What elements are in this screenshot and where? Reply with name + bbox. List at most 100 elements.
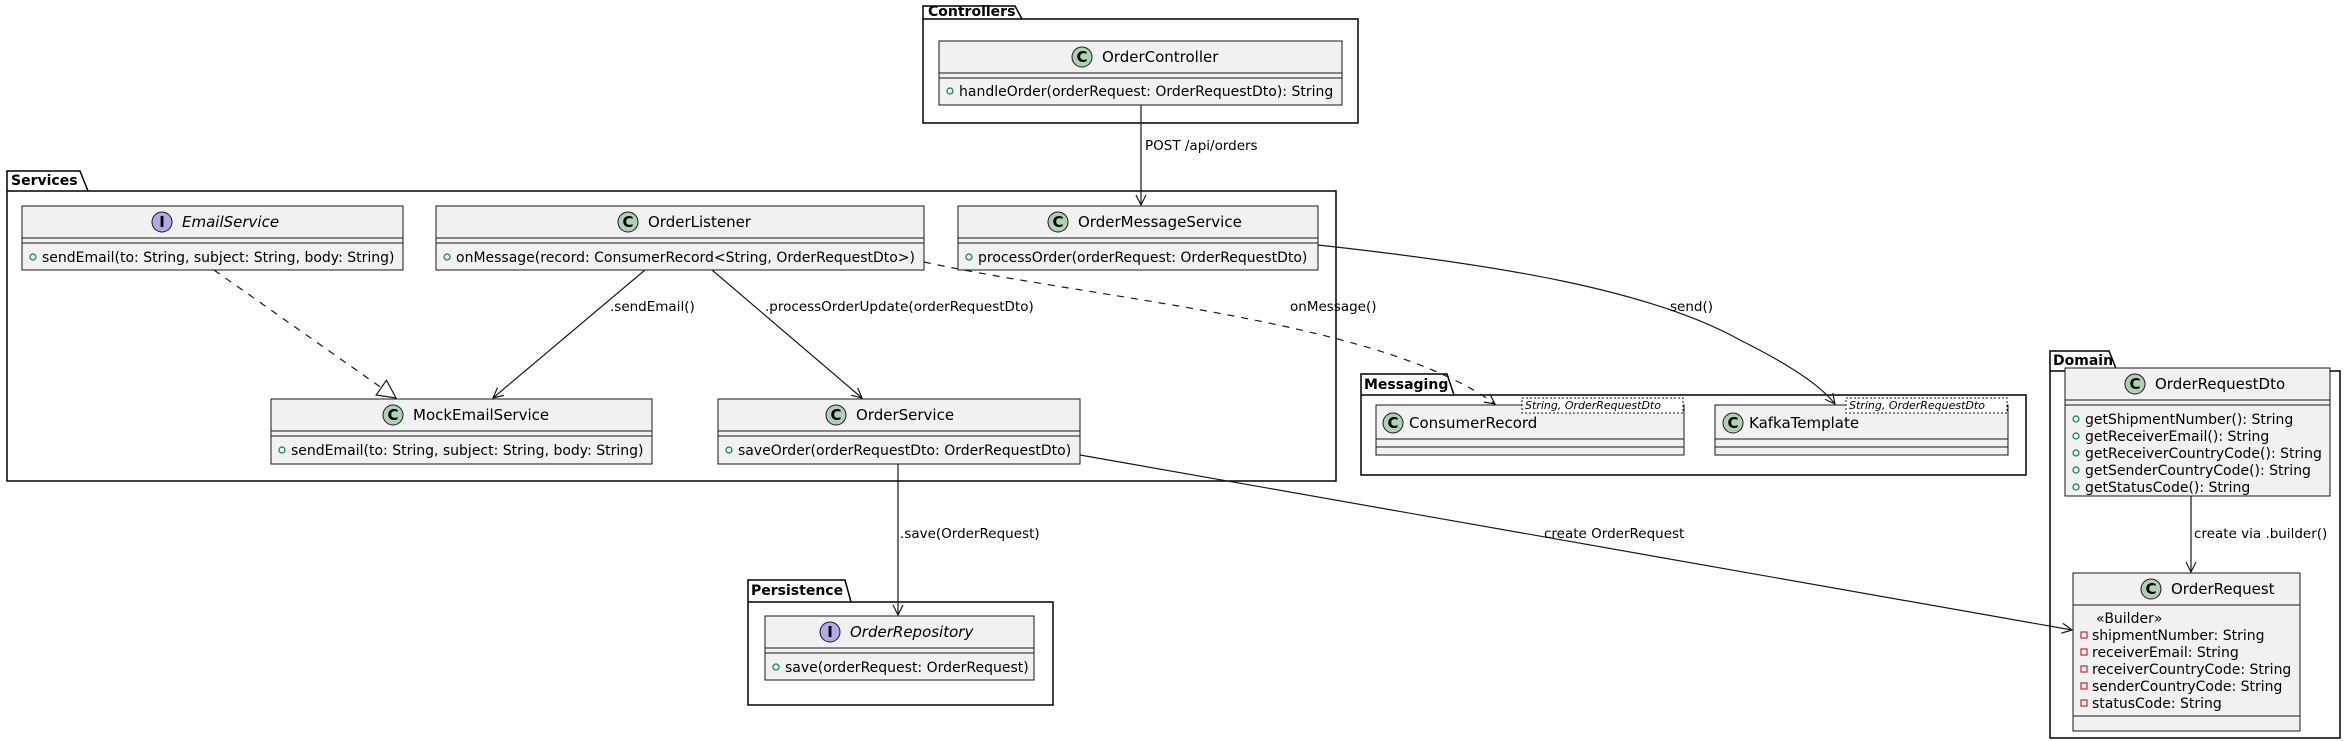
class-badge-letter: C: [387, 406, 398, 424]
edge-order-service-to-order-request: create OrderRequest: [1079, 454, 2072, 630]
interface-badge-icon: [151, 211, 173, 233]
stereotype: «Builder»: [2096, 611, 2162, 627]
method: getSenderCountryCode(): String: [2085, 463, 2311, 479]
class-badge-letter: C: [1052, 213, 1063, 231]
class-order-controller: C OrderController handleOrder(orderReque…: [938, 40, 1343, 106]
class-name: ConsumerRecord: [1409, 414, 1537, 432]
edge-label: .save(OrderRequest): [900, 526, 1040, 542]
class-badge-letter: C: [622, 213, 633, 231]
type-parameters: String, OrderRequestDto: [1525, 399, 1661, 412]
class-order-request-dto: C OrderRequestDto getShipmentNumber(): S…: [2064, 367, 2331, 497]
method: sendEmail(to: String, subject: String, b…: [42, 250, 394, 266]
edge-listener-to-order-service: .processOrderUpdate(orderRequestDto): [711, 269, 1034, 398]
edge-label: create via .builder(): [2194, 526, 2327, 542]
public-visibility-icon: [725, 446, 733, 454]
class-badge-letter: C: [2129, 375, 2140, 393]
package-controllers: Controllers: [922, 4, 1359, 124]
class-order-listener: C OrderListener onMessage(record: Consum…: [435, 205, 925, 271]
class-badge-icon: [1722, 412, 1744, 434]
edge-email-service-realization: [213, 269, 396, 398]
interface-name: EmailService: [182, 213, 279, 231]
type-parameters: String, OrderRequestDto: [1849, 399, 1985, 412]
edge-listener-to-consumer-record: onMessage(): [923, 261, 1495, 404]
edge-label: POST /api/orders: [1145, 138, 1258, 154]
public-visibility-icon: [443, 253, 451, 261]
edge-controller-to-message-service: POST /api/orders: [1141, 105, 1258, 205]
private-visibility-icon: [2080, 631, 2088, 639]
class-name: MockEmailService: [413, 406, 549, 424]
edge-label: onMessage(): [1290, 299, 1377, 315]
interface-email-service: I EmailService sendEmail(to: String, sub…: [21, 205, 404, 271]
method: sendEmail(to: String, subject: String, b…: [291, 443, 643, 459]
method: getStatusCode(): String: [2085, 480, 2250, 496]
class-badge-icon: [1382, 412, 1404, 434]
package-domain-label: Domain: [2053, 353, 2113, 369]
class-badge-icon: [617, 211, 639, 233]
method: getReceiverCountryCode(): String: [2085, 446, 2322, 462]
public-visibility-icon: [2072, 449, 2080, 457]
class-kafka-template: C KafkaTemplate String, OrderRequestDto: [1714, 397, 2009, 456]
public-visibility-icon: [2072, 466, 2080, 474]
public-visibility-icon: [2072, 432, 2080, 440]
class-badge-icon: [382, 404, 404, 426]
public-visibility-icon: [946, 87, 954, 95]
field: shipmentNumber: String: [2092, 628, 2265, 644]
private-visibility-icon: [2080, 648, 2088, 656]
class-name: OrderMessageService: [1078, 213, 1242, 231]
class-mock-email-service: C MockEmailService sendEmail(to: String,…: [270, 398, 653, 465]
class-badge-icon: [1047, 211, 1069, 233]
field: statusCode: String: [2092, 696, 2222, 712]
package-controllers-label: Controllers: [928, 4, 1015, 20]
method: handleOrder(orderRequest: OrderRequestDt…: [959, 84, 1333, 100]
class-name: OrderRequestDto: [2155, 375, 2285, 393]
private-visibility-icon: [2080, 682, 2088, 690]
class-badge-letter: C: [2145, 580, 2156, 598]
edge-label: create OrderRequest: [1544, 526, 1684, 542]
class-badge-letter: C: [1076, 48, 1087, 66]
class-badge-letter: C: [1727, 414, 1738, 432]
method: getShipmentNumber(): String: [2085, 412, 2293, 428]
class-consumer-record: C ConsumerRecord String, OrderRequestDto: [1375, 397, 1685, 456]
method: saveOrder(orderRequestDto: OrderRequestD…: [738, 443, 1071, 459]
public-visibility-icon: [772, 663, 780, 671]
class-name: OrderListener: [648, 213, 752, 231]
field: receiverEmail: String: [2092, 645, 2239, 661]
class-name: OrderController: [1102, 48, 1219, 66]
class-badge-letter: C: [830, 406, 841, 424]
edge-label: .sendEmail(): [610, 299, 695, 315]
class-order-request: C OrderRequest «Builder» shipmentNumber:…: [2072, 572, 2301, 732]
public-visibility-icon: [965, 253, 973, 261]
interface-badge-letter: I: [159, 213, 165, 231]
class-badge-icon: [825, 404, 847, 426]
class-name: OrderService: [856, 406, 954, 424]
package-persistence: Persistence: [747, 579, 1054, 706]
edge-label: .processOrderUpdate(orderRequestDto): [765, 299, 1034, 315]
package-services-label: Services: [11, 173, 78, 189]
interface-badge-icon: [819, 621, 841, 643]
edge-listener-to-mock-email: .sendEmail(): [493, 269, 695, 398]
field: receiverCountryCode: String: [2092, 662, 2291, 678]
type-parameters-box: [1521, 397, 1684, 414]
type-parameters-box: [1845, 397, 2008, 414]
class-badge-icon: [2124, 373, 2146, 395]
method: processOrder(orderRequest: OrderRequestD…: [978, 250, 1307, 266]
class-badge-icon: [2140, 578, 2162, 600]
edge-message-service-to-kafka: send(): [1317, 244, 1835, 404]
public-visibility-icon: [2072, 483, 2080, 491]
class-name: OrderRequest: [2171, 580, 2275, 598]
class-badge-letter: C: [1387, 414, 1398, 432]
field: senderCountryCode: String: [2092, 679, 2282, 695]
public-visibility-icon: [2072, 415, 2080, 423]
class-badge-icon: [1071, 46, 1093, 68]
public-visibility-icon: [278, 446, 286, 454]
edge-dto-to-order-request: create via .builder(): [2191, 496, 2327, 572]
interface-badge-letter: I: [827, 623, 833, 641]
method: getReceiverEmail(): String: [2085, 429, 2269, 445]
public-visibility-icon: [29, 253, 37, 261]
method: onMessage(record: ConsumerRecord<String,…: [456, 250, 915, 266]
interface-order-repository: I OrderRepository save(orderRequest: Ord…: [764, 615, 1035, 681]
edge-label: send(): [1670, 299, 1713, 315]
private-visibility-icon: [2080, 699, 2088, 707]
edge-order-service-to-repository: .save(OrderRequest): [898, 464, 1040, 615]
